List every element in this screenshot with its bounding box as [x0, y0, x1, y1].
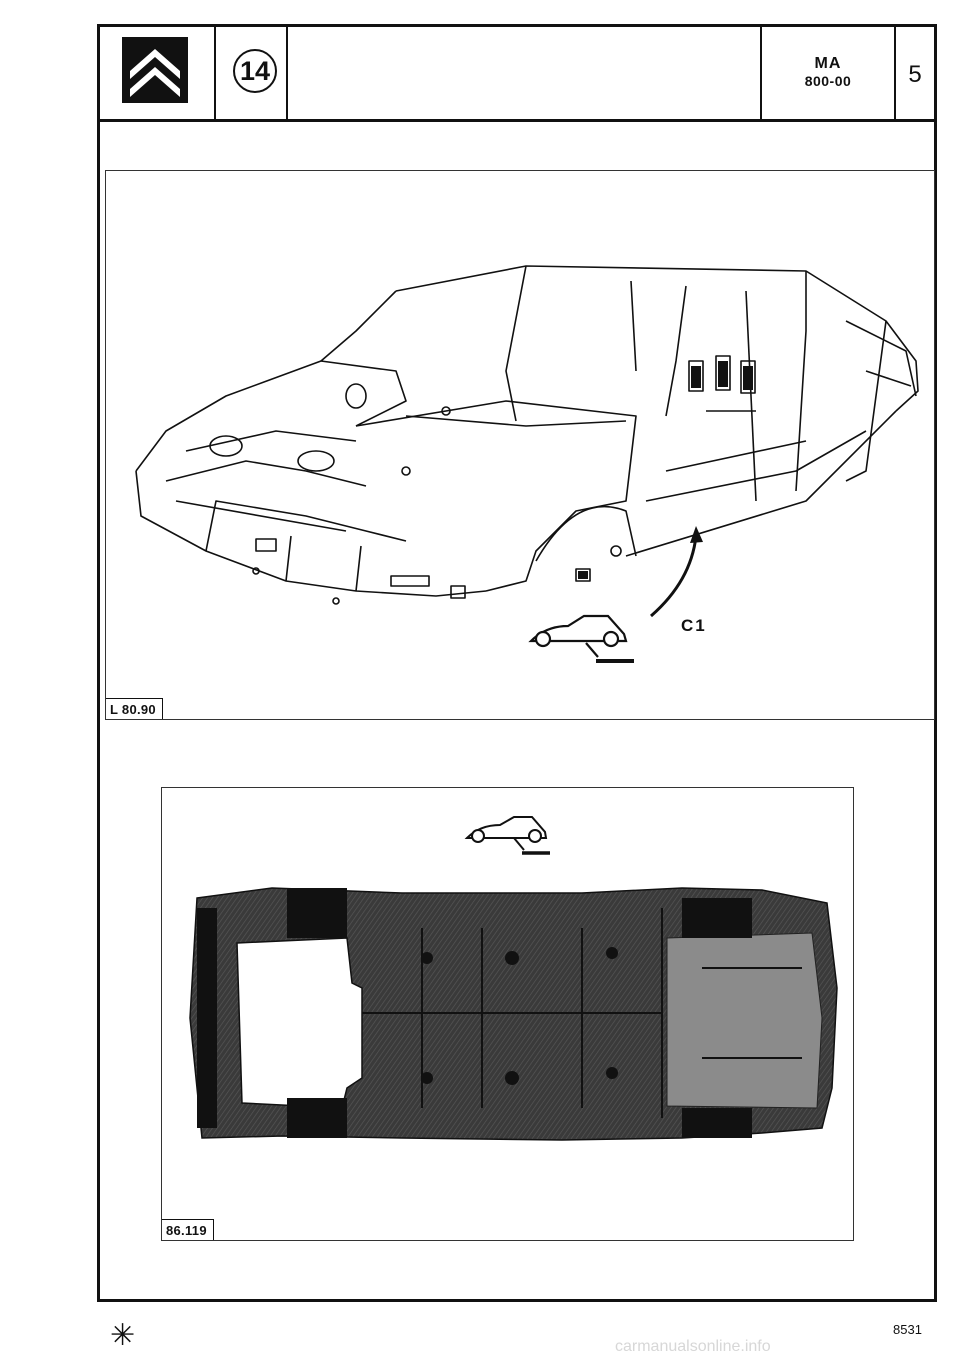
logo-cell — [100, 27, 216, 119]
chapter-number-cell: 14 — [216, 27, 288, 119]
reference-line-2: 800-00 — [804, 73, 852, 89]
document-code: 8531 — [893, 1322, 922, 1337]
page-number: 5 — [908, 61, 922, 88]
figure-body-shell: C1 L 80.90 — [105, 170, 935, 720]
car-underbody-view-icon — [464, 816, 550, 855]
page-header: 14 MA 800-00 5 — [100, 27, 934, 122]
reference-cell: MA 800-00 — [762, 27, 896, 119]
body-shell-illustration — [135, 265, 919, 663]
reference-line-1: MA — [814, 55, 842, 72]
figure-label-bottom: 86.119 — [162, 1219, 214, 1240]
watermark: carmanualsonline.info — [615, 1338, 771, 1355]
double-chevron-logo-icon — [122, 37, 188, 103]
car-underbody-view-icon — [528, 614, 634, 663]
chapter-number: 14 — [233, 49, 277, 93]
underbody-photo — [189, 816, 838, 1141]
page-number-cell: 5 — [896, 27, 934, 119]
asterisk-mark: ✳ — [110, 1319, 136, 1352]
callout-c1: C1 — [681, 616, 707, 635]
figure-underbody: 86.119 — [161, 787, 854, 1241]
title-cell — [288, 27, 762, 119]
manual-page: 14 MA 800-00 5 — [97, 24, 937, 1302]
figure-label-top: L 80.90 — [106, 698, 163, 719]
